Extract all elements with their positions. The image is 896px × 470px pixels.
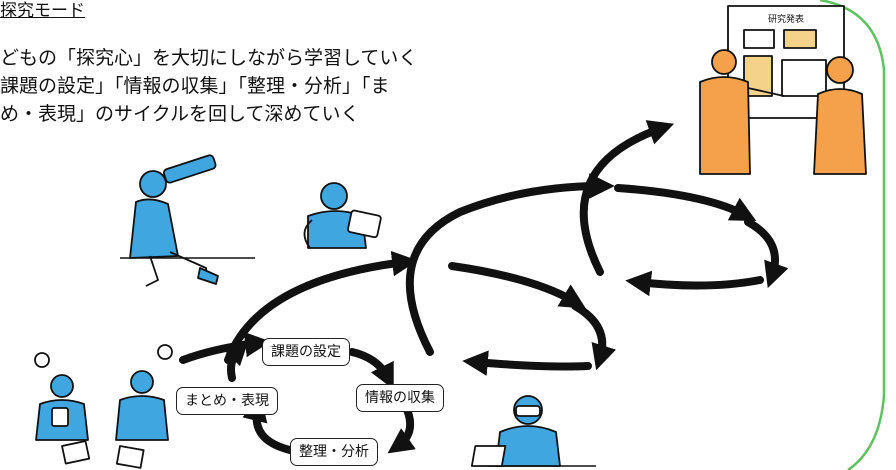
inner-cycle-4 — [221, 338, 250, 382]
inner-cycle-1 — [348, 348, 394, 390]
description-line-3: め・表現」のサイクルを回して深めていく — [0, 103, 360, 125]
telescope-student-illustration — [120, 154, 255, 287]
description-line-1: どもの「探究心」を大切にしながら学習していく — [0, 47, 418, 69]
entry-arrow — [179, 331, 271, 364]
presentation-illustration: 研究発表 — [699, 5, 867, 175]
step-summarize-express: まとめ・表現 — [176, 387, 278, 415]
step-problem-setting: 課題の設定 — [262, 338, 350, 366]
binoculars-student-illustration — [470, 395, 596, 467]
loop2-rise — [405, 173, 615, 356]
loop3-rise — [579, 120, 675, 276]
discussing-students-illustration — [34, 344, 173, 469]
loop3-top — [614, 184, 757, 221]
loop2-top — [448, 262, 586, 309]
step-information-gathering: 情報の収集 — [356, 384, 444, 412]
step-organize-analyze: 整理・分析 — [290, 438, 378, 466]
loop2-right — [571, 302, 617, 371]
loop2-bottom — [462, 350, 592, 376]
backpack-student-illustration — [303, 182, 382, 249]
description-line-2: 課題の設定」「情報の収集」「整理・分析」「ま — [0, 75, 390, 97]
description-text: どもの「探究心」を大切にしながら学習していく 課題の設定」「情報の収集」「整理・… — [0, 44, 417, 128]
mode-heading: 探究モード — [0, 1, 85, 21]
loop3-bottom — [625, 270, 764, 297]
loop3-right — [744, 218, 789, 289]
poster-title: 研究発表 — [768, 13, 804, 25]
